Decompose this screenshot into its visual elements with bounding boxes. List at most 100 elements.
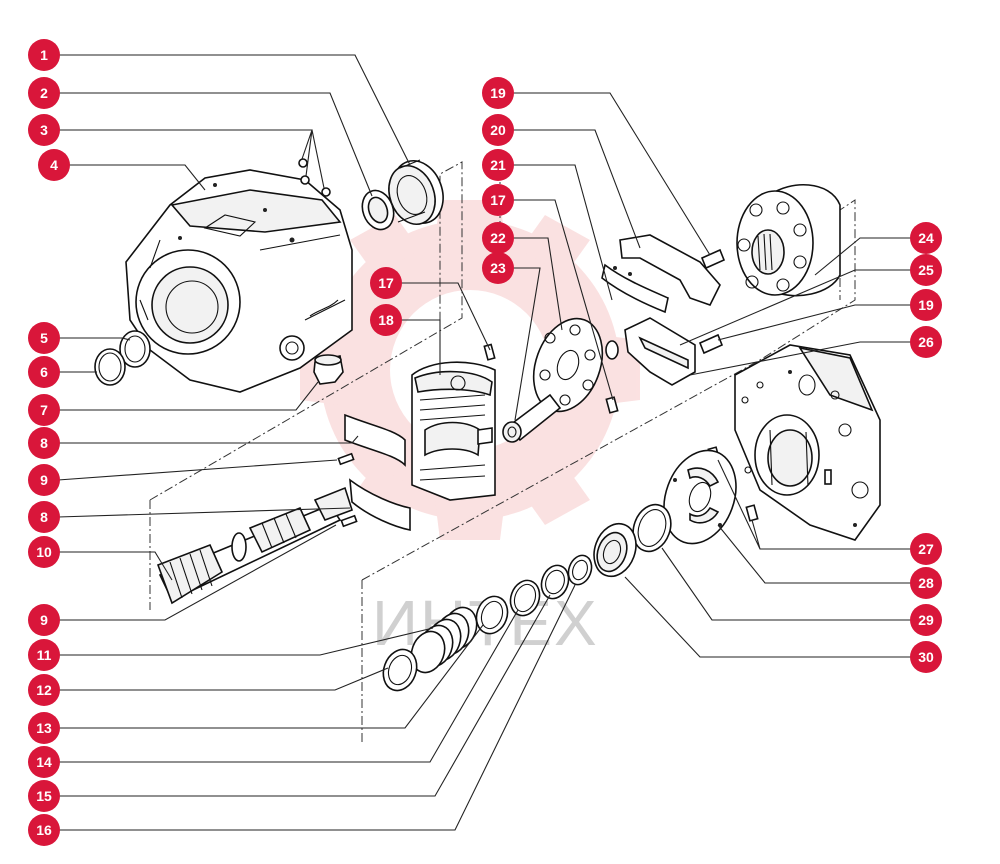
- plug-7: [313, 354, 344, 385]
- callout-25: 25: [910, 254, 942, 286]
- svg-text:6: 6: [40, 364, 48, 380]
- callout-27: 27: [910, 533, 942, 565]
- ring-14: [509, 579, 541, 617]
- retainer-26: [605, 317, 696, 386]
- callout-7: 7: [28, 394, 60, 426]
- screw-19b: [698, 333, 724, 355]
- callout-24: 24: [910, 222, 942, 254]
- ring-16: [567, 554, 593, 586]
- callout-17a: 17: [370, 267, 402, 299]
- piston-23: [502, 393, 562, 443]
- svg-text:29: 29: [918, 612, 934, 628]
- svg-text:22: 22: [490, 230, 506, 246]
- callout-8a: 8: [28, 427, 60, 459]
- callout-5: 5: [28, 322, 60, 354]
- callout-23: 23: [482, 252, 514, 284]
- spring-11: [410, 606, 478, 674]
- callout-18: 18: [370, 304, 402, 336]
- svg-text:19: 19: [918, 297, 934, 313]
- svg-text:17: 17: [378, 275, 394, 291]
- o-rings-3: [298, 158, 331, 197]
- svg-text:3: 3: [40, 122, 48, 138]
- pin-17b: [605, 396, 619, 414]
- callout-19a: 19: [482, 77, 514, 109]
- svg-text:16: 16: [36, 822, 52, 838]
- callout-4: 4: [38, 149, 70, 181]
- pin-9a: [337, 452, 355, 466]
- svg-text:4: 4: [50, 157, 58, 173]
- pin-9b: [340, 514, 358, 528]
- callout-9a: 9: [28, 464, 60, 496]
- callout-26: 26: [910, 326, 942, 358]
- callout-21: 21: [482, 149, 514, 181]
- svg-text:19: 19: [490, 85, 506, 101]
- callout-30: 30: [910, 641, 942, 673]
- callout-13: 13: [28, 712, 60, 744]
- svg-text:23: 23: [490, 260, 506, 276]
- svg-text:12: 12: [36, 682, 52, 698]
- cylinder-block: [736, 184, 841, 297]
- callout-29: 29: [910, 604, 942, 636]
- callout-3: 3: [28, 114, 60, 146]
- callout-22: 22: [482, 222, 514, 254]
- screw-19a: [700, 248, 726, 270]
- callout-6: 6: [28, 356, 60, 388]
- callout-12: 12: [28, 674, 60, 706]
- bearing-1: [388, 159, 444, 225]
- callout-2: 2: [28, 77, 60, 109]
- shell-8-lower: [349, 478, 411, 531]
- svg-text:20: 20: [490, 122, 506, 138]
- end-cover: [734, 344, 881, 541]
- shell-8-upper: [344, 413, 406, 467]
- svg-text:24: 24: [918, 230, 934, 246]
- svg-text:17: 17: [490, 192, 506, 208]
- callout-28: 28: [910, 567, 942, 599]
- drive-shaft: [156, 486, 353, 605]
- svg-text:9: 9: [40, 612, 48, 628]
- callout-1: 1: [28, 39, 60, 71]
- svg-text:27: 27: [918, 541, 934, 557]
- valve-plate-28: [663, 449, 737, 545]
- svg-text:25: 25: [918, 262, 934, 278]
- ring-2: [361, 189, 395, 231]
- svg-text:8: 8: [40, 509, 48, 525]
- retainer-20: [601, 234, 721, 314]
- bearing-30: [593, 522, 637, 578]
- swashplate: [411, 361, 496, 501]
- svg-text:28: 28: [918, 575, 934, 591]
- svg-text:15: 15: [36, 788, 52, 804]
- svg-text:5: 5: [40, 330, 48, 346]
- svg-text:1: 1: [40, 47, 48, 63]
- ring-13: [475, 595, 509, 635]
- svg-text:8: 8: [40, 435, 48, 451]
- callout-9b: 9: [28, 604, 60, 636]
- svg-text:2: 2: [40, 85, 48, 101]
- svg-text:7: 7: [40, 402, 48, 418]
- ring-5: [119, 330, 151, 368]
- svg-text:30: 30: [918, 649, 934, 665]
- callout-15: 15: [28, 780, 60, 812]
- ring-12: [382, 648, 418, 692]
- svg-text:26: 26: [918, 334, 934, 350]
- svg-text:9: 9: [40, 472, 48, 488]
- callout-19b: 19: [910, 289, 942, 321]
- callout-8b: 8: [28, 501, 60, 533]
- svg-text:14: 14: [36, 754, 52, 770]
- callout-11: 11: [28, 639, 60, 671]
- callout-14: 14: [28, 746, 60, 778]
- pump-housing: [125, 169, 353, 393]
- svg-text:18: 18: [378, 312, 394, 328]
- svg-text:10: 10: [36, 544, 52, 560]
- svg-text:13: 13: [36, 720, 52, 736]
- svg-text:11: 11: [37, 647, 52, 663]
- callout-17b: 17: [482, 184, 514, 216]
- callout-20: 20: [482, 114, 514, 146]
- ring-15: [540, 564, 570, 600]
- leader-lines: [57, 54, 912, 831]
- callout-16: 16: [28, 814, 60, 846]
- svg-text:21: 21: [490, 157, 506, 173]
- callout-10: 10: [28, 536, 60, 568]
- snap-ring-6: [94, 348, 126, 386]
- ring-29: [632, 503, 672, 553]
